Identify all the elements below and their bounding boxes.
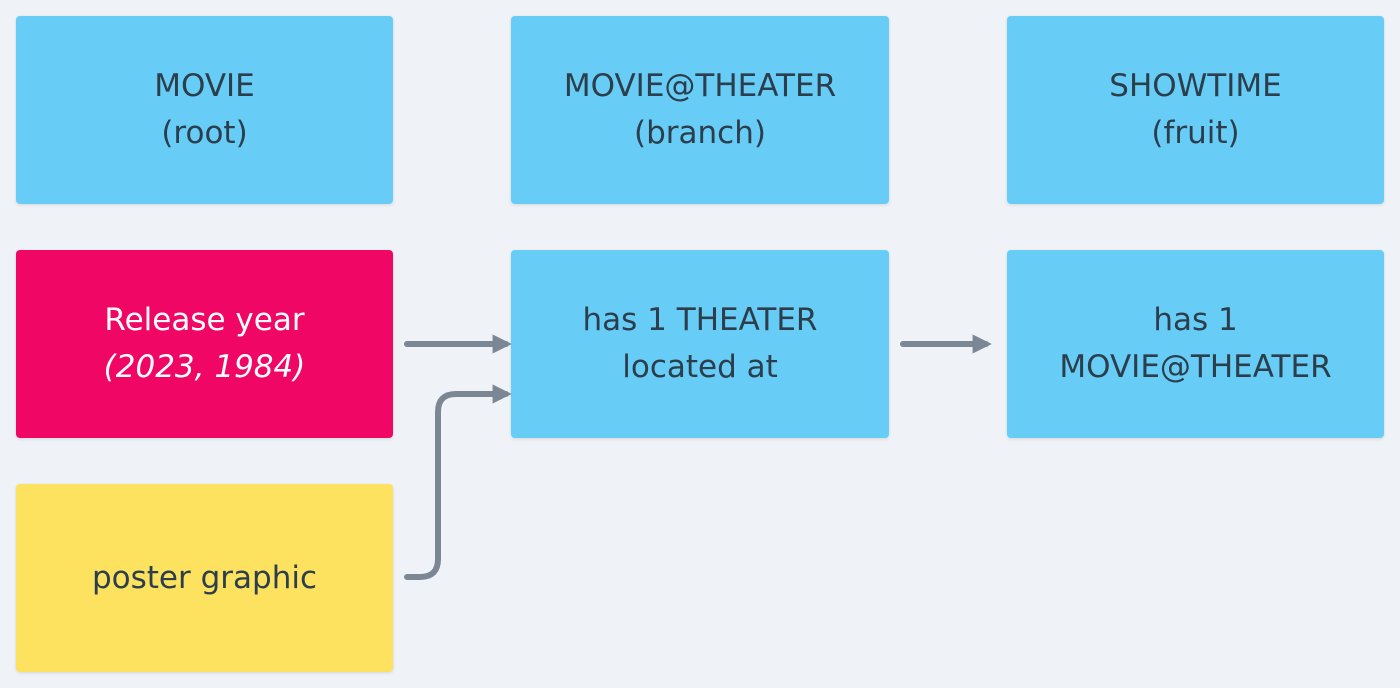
note-has-movie-theater-line1: has 1: [1153, 302, 1238, 338]
note-has-theater: has 1 THEATER located at: [511, 250, 889, 438]
note-showtime-fruit: SHOWTIME (fruit): [1007, 16, 1384, 204]
note-movie-subtitle: (root): [161, 115, 248, 151]
note-release-year-title: Release year: [104, 302, 305, 338]
note-showtime-title: SHOWTIME: [1109, 68, 1282, 104]
note-movie-theater-title: MOVIE@THEATER: [563, 68, 837, 104]
note-showtime-subtitle: (fruit): [1151, 115, 1240, 151]
note-poster-graphic: poster graphic: [16, 484, 393, 672]
note-movie-theater-branch: MOVIE@THEATER (branch): [511, 16, 889, 204]
note-poster-graphic-label: poster graphic: [91, 559, 318, 596]
note-has-theater-line1: has 1 THEATER: [582, 302, 818, 338]
note-movie-title: MOVIE: [154, 68, 255, 104]
note-movie-root: MOVIE (root): [16, 16, 393, 204]
note-movie-theater-subtitle: (branch): [634, 115, 766, 151]
note-has-movie-theater: has 1 MOVIE@THEATER: [1007, 250, 1384, 438]
note-has-movie-theater-line2: MOVIE@THEATER: [1059, 349, 1332, 385]
note-release-year-examples: (2023, 1984): [103, 349, 306, 385]
note-release-year: Release year (2023, 1984): [16, 250, 393, 438]
note-has-theater-line2: located at: [622, 349, 778, 385]
arrow-poster-to-theater: [404, 384, 512, 580]
